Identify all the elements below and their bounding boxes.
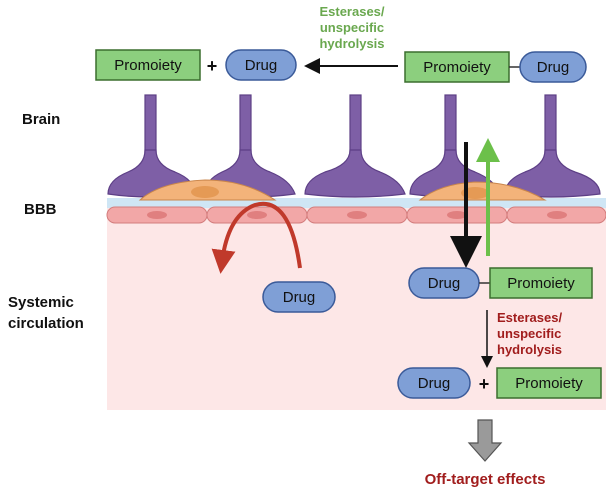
svg-text:Drug: Drug — [283, 289, 316, 306]
off-target-block-arrow — [467, 419, 503, 462]
label-brain: Brain — [22, 111, 60, 128]
svg-text:Drug: Drug — [418, 375, 451, 392]
svg-text:Drug: Drug — [245, 57, 278, 74]
astrocyte-endfeet — [107, 94, 601, 198]
blood-cleaved-products: Drug + Promoiety — [397, 367, 602, 399]
drug-pill — [225, 49, 297, 81]
svg-text:Drug: Drug — [428, 275, 461, 292]
drug-pill — [519, 51, 587, 83]
svg-text:Promoiety: Promoiety — [507, 275, 575, 292]
endothelial-cells — [106, 206, 606, 224]
blood-cleavage-label: Esterases/ unspecific hydrolysis — [497, 310, 562, 357]
svg-text:Esterases/: Esterases/ — [497, 310, 562, 325]
svg-text:Promoiety: Promoiety — [423, 59, 491, 76]
promoiety-box — [496, 367, 602, 399]
label-bbb: BBB — [24, 201, 57, 218]
svg-text:hydrolysis: hydrolysis — [497, 342, 562, 357]
blood-prodrug: Drug Promoiety — [408, 267, 593, 299]
label-systemic: Systemic — [8, 294, 74, 311]
brain-cleaved-products: Promoiety + Drug — [95, 49, 297, 81]
svg-text:Esterases/: Esterases/ — [319, 4, 384, 19]
svg-text:unspecific: unspecific — [497, 326, 561, 341]
label-circulation: circulation — [8, 315, 84, 332]
promoiety-box — [95, 49, 201, 81]
basement-membrane — [107, 198, 606, 208]
svg-text:unspecific: unspecific — [320, 20, 384, 35]
brain-prodrug: Promoiety Drug — [404, 51, 587, 83]
off-target-label: Off-target effects — [425, 471, 546, 488]
svg-text:hydrolysis: hydrolysis — [319, 36, 384, 51]
blood-free-drug: Drug — [262, 281, 336, 313]
efflux-arrow — [211, 201, 302, 274]
svg-text:Promoiety: Promoiety — [515, 375, 583, 392]
promoiety-box — [489, 267, 593, 299]
drug-pill — [397, 367, 471, 399]
drug-pill — [262, 281, 336, 313]
svg-text:Promoiety: Promoiety — [114, 57, 182, 74]
svg-text:Drug: Drug — [537, 59, 570, 76]
brain-cleavage-label: Esterases/ unspecific hydrolysis — [319, 4, 384, 51]
promoiety-box — [404, 51, 510, 83]
plus-sign: + — [479, 374, 490, 394]
plus-sign: + — [207, 56, 218, 76]
